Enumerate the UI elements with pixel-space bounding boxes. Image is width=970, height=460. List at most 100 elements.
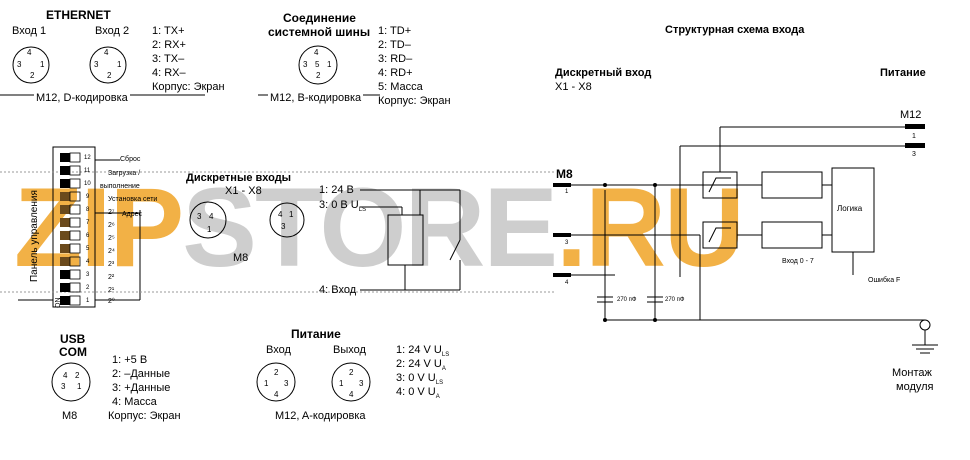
control-panel-label: Панель управления	[29, 190, 40, 282]
switch-num-3: 3	[86, 272, 90, 278]
power-pin-desc-1: 1: 24 V ULS	[396, 344, 450, 359]
power-in-pin-1: 1	[264, 379, 269, 388]
ethernet-pin-2b: 2	[107, 71, 112, 80]
sensor-box-icon	[387, 214, 424, 266]
power-pin-desc-2: 2: 24 V UA	[396, 358, 446, 373]
power-pin-desc-3: 3: 0 V ULS	[396, 372, 444, 387]
bus-pin-desc-4: 4: RD+	[378, 67, 413, 79]
addr-bit-4: 2⁴	[108, 248, 115, 255]
structure-power: Питание	[880, 67, 926, 79]
usb-pin-1: 1	[77, 382, 82, 391]
control-panel-reset: Сброс	[120, 156, 141, 163]
usb-pin-desc-3: 3: +Данные	[112, 382, 171, 394]
power-out-pin-3: 3	[359, 379, 364, 388]
usb-pin-desc-1: 1: +5 В	[112, 354, 148, 366]
power-title: Питание	[291, 327, 341, 341]
structure-x-range: X1 - X8	[555, 81, 592, 93]
discrete-inputs-title: Дискретные входы	[186, 172, 292, 184]
optocoupler-1-icon	[761, 171, 823, 199]
discrete-input-connector-b-icon	[269, 202, 305, 238]
di-b-pin-4: 4	[278, 210, 283, 219]
power-out-pin-4: 4	[349, 390, 354, 399]
power-pin-desc-4: 4: 0 V UA	[396, 386, 440, 401]
ethernet-pin-desc-3: 3: TX–	[152, 53, 185, 65]
di-a-pin-3: 3	[197, 212, 202, 221]
addr-bit-0: 2⁰	[108, 298, 115, 305]
power-output-connector-icon	[331, 362, 371, 402]
bus-pin-2: 2	[316, 71, 321, 80]
switch-num-7: 7	[86, 220, 90, 226]
usb-pin-2: 2	[75, 371, 80, 380]
structure-m12-pin1: 1	[912, 133, 916, 140]
ethernet-housing: Корпус: Экран	[152, 81, 225, 93]
usb-connector-icon	[51, 362, 91, 402]
di-a-pin-1: 1	[207, 225, 212, 234]
addr-bit-2: 2²	[108, 274, 115, 281]
ethernet-pin-1b: 1	[117, 60, 122, 69]
addr-bit-1: 2¹	[108, 287, 115, 294]
structure-m8-pin4: 4	[565, 280, 569, 286]
ethernet-pin-4b: 4	[104, 48, 109, 57]
ethernet-connector-1-icon	[12, 46, 50, 84]
bus-title-line1: Соединение	[283, 11, 356, 25]
power-out-pin-1: 1	[339, 379, 344, 388]
control-panel-on: ON	[55, 297, 62, 309]
ethernet-connector-2-icon	[89, 46, 127, 84]
watermark-part3: .RU	[556, 165, 745, 290]
dip-switch-frame	[52, 146, 96, 308]
switch-num-12: 12	[84, 155, 91, 161]
usb-com-title: COM	[59, 345, 87, 359]
structure-discrete-input: Дискретный вход	[555, 67, 652, 79]
ethernet-title: ETHERNET	[46, 8, 111, 22]
switch-num-5: 5	[86, 246, 90, 252]
bus-pin-desc-2: 2: TD–	[378, 39, 411, 51]
discrete-inputs-pin4: 4: Вход	[319, 284, 357, 296]
ethernet-input-2: Вход 2	[95, 25, 130, 37]
structure-title: Структурная схема входа	[665, 24, 805, 36]
bus-pin-3: 3	[303, 60, 308, 69]
bus-pin-1: 1	[327, 60, 332, 69]
control-panel-load-2: выполнение	[100, 183, 140, 190]
structure-m12: M12	[900, 109, 922, 121]
ethernet-connector-type: M12, D-кодировка	[34, 92, 130, 104]
structure-m12-pin3: 3	[912, 151, 916, 158]
switch-num-2: 2	[86, 285, 90, 291]
usb-connector-type: M8	[62, 410, 78, 422]
watermark-part1: ZIP	[14, 165, 184, 290]
usb-pin-3: 3	[61, 382, 66, 391]
bus-housing: Корпус: Экран	[378, 95, 451, 107]
bus-pin-desc-1: 1: TD+	[378, 25, 412, 37]
ethernet-pin-1: 1	[40, 60, 45, 69]
mount-terminal-icon	[919, 319, 931, 331]
structure-mount-line2: модуля	[896, 381, 934, 393]
switch-num-1: 1	[86, 298, 90, 304]
discrete-inputs-x-range: X1 - X8	[225, 185, 262, 197]
power-connector-type: M12, A-кодировка	[275, 410, 366, 422]
addr-bit-5: 2⁵	[108, 235, 115, 242]
switch-num-9: 9	[86, 194, 90, 200]
usb-pin-desc-2: 2: –Данные	[112, 368, 171, 380]
switch-num-6: 6	[86, 233, 90, 239]
addr-bit-6: 2⁶	[108, 222, 115, 229]
ethernet-pin-desc-1: 1: TX+	[152, 25, 185, 37]
di-b-pin-3: 3	[281, 222, 286, 231]
switch-num-4: 4	[86, 259, 90, 265]
structure-m8-pin1: 1	[565, 189, 569, 195]
ethernet-pin-2: 2	[30, 71, 35, 80]
addr-bit-7: 2⁷	[108, 209, 115, 216]
switch-num-11: 11	[84, 168, 91, 174]
structure-m8: M8	[556, 167, 573, 181]
control-panel-network: Установка сети	[108, 196, 158, 203]
bus-pin-desc-5: 5: Масса	[378, 81, 423, 93]
bus-pin-5: 5	[315, 60, 320, 69]
addr-bit-3: 2³	[108, 261, 115, 268]
discrete-inputs-m8: M8	[233, 252, 249, 264]
discrete-input-connector-a-icon	[189, 201, 227, 239]
discrete-inputs-pin3: 3: 0 В ULS	[319, 199, 367, 214]
ethernet-input-1: Вход 1	[12, 25, 47, 37]
power-in-pin-4: 4	[274, 390, 279, 399]
power-input: Вход	[266, 344, 291, 356]
bus-connector-type: M12, B-кодировка	[268, 92, 364, 104]
optocoupler-2-icon	[761, 221, 823, 249]
ethernet-pin-3b: 3	[94, 60, 99, 69]
